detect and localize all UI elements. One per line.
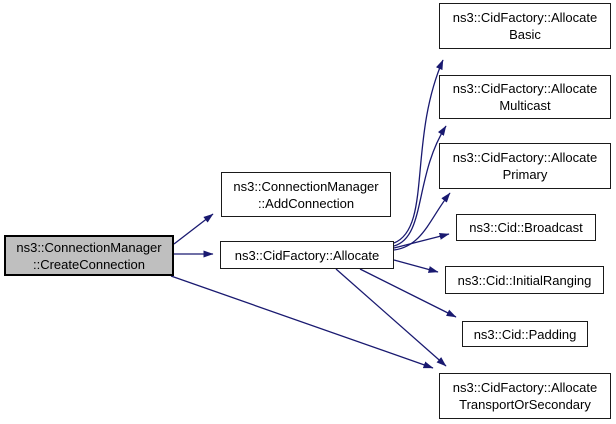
node-label-line: ::AddConnection [257, 195, 355, 211]
node-allocate-primary[interactable]: ns3::CidFactory::Allocate Primary [439, 143, 611, 189]
node-add-connection[interactable]: ns3::ConnectionManager ::AddConnection [221, 172, 391, 217]
node-label-line: ns3::Cid::Broadcast [469, 220, 583, 235]
node-label-line: ::CreateConnection [32, 256, 145, 272]
node-label-line: ns3::ConnectionManager [233, 178, 379, 194]
edge-allocate-initialranging [393, 259, 439, 273]
node-label-line: Basic [509, 27, 541, 42]
node-label-line: Multicast [499, 98, 551, 113]
node-allocate[interactable]: ns3::CidFactory::Allocate [220, 241, 394, 269]
node-label-line: TransportOrSecondary [459, 397, 591, 412]
node-create-connection: ns3::ConnectionManager ::CreateConnectio… [4, 235, 174, 276]
node-label-line: ns3::CidFactory::Allocate [452, 81, 598, 96]
node-label-line: ns3::CidFactory::Allocate [452, 150, 598, 165]
edge-createconnection-allocatetransport [170, 275, 434, 369]
node-label-line: ns3::Cid::Padding [473, 326, 577, 342]
node-label-line: Primary [502, 167, 548, 182]
edge-allocate-broadcast [393, 232, 450, 249]
edge-allocate-allocateprimary [393, 192, 451, 251]
node-label-line: ns3::ConnectionManager [16, 239, 162, 255]
edge-allocate-allocatetransport [335, 268, 447, 367]
node-label-line: ns3::CidFactory::Allocate [234, 247, 380, 263]
node-allocate-multicast[interactable]: ns3::CidFactory::Allocate Multicast [439, 75, 611, 119]
edge-allocate-allocatemulticast [393, 125, 447, 247]
edge-allocate-allocatebasic [393, 59, 444, 244]
node-label-line: ns3::CidFactory::Allocate [452, 10, 598, 25]
node-label-line: ns3::Cid::InitialRanging [457, 272, 592, 288]
node-broadcast[interactable]: ns3::Cid::Broadcast [456, 214, 596, 241]
edge-createconnection-addconnection [173, 213, 214, 245]
node-initial-ranging[interactable]: ns3::Cid::InitialRanging [445, 266, 604, 294]
node-allocate-basic[interactable]: ns3::CidFactory::Allocate Basic [439, 3, 611, 49]
node-allocate-transport-or-secondary[interactable]: ns3::CidFactory::Allocate TransportOrSec… [439, 373, 611, 419]
edge-allocate-padding [359, 268, 457, 318]
node-label-line: ns3::CidFactory::Allocate [452, 380, 598, 395]
node-padding[interactable]: ns3::Cid::Padding [462, 321, 588, 347]
